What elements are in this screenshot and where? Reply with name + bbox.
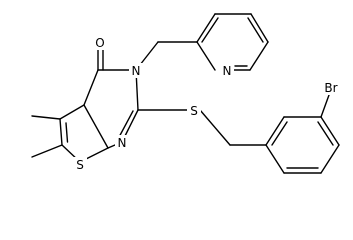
bond-c3-methyl — [31, 115, 61, 120]
bond-py4 — [249, 41, 269, 71]
bond-s-ch2 — [199, 109, 231, 146]
svg-text:N: N — [132, 64, 141, 78]
bond-py3-double — [247, 17, 264, 43]
atom-oxygen: O — [93, 35, 107, 50]
structure-canvas: O N N N S S Br — [31, 13, 343, 174]
bond-ar4 — [320, 116, 340, 146]
bond-c2-n1-double — [117, 110, 134, 140]
svg-text:Br: Br — [324, 81, 337, 95]
bond-py6 — [196, 41, 216, 71]
bond-ar1 — [265, 144, 285, 174]
bond-py3 — [250, 13, 269, 43]
bond-ar3 — [320, 144, 340, 174]
atom-bromine: Br — [319, 80, 343, 95]
bond-ar4-double — [317, 121, 334, 146]
bond-py1-double — [201, 17, 219, 43]
svg-text:S: S — [76, 158, 84, 172]
bond-ar6-double — [271, 121, 288, 146]
atom-nitrogen-n1: N — [115, 135, 129, 150]
bond-c3a-c3 — [59, 104, 85, 120]
svg-text:S: S — [190, 104, 198, 118]
bond-c2-methyl — [31, 144, 63, 158]
bond-ar6 — [265, 116, 285, 146]
bond-c7a-c3a — [83, 104, 109, 149]
atom-nitrogen-pyridine: N — [220, 63, 234, 78]
bond-c3a-c4 — [83, 69, 99, 106]
atom-sulfur-thiophene: S — [73, 157, 87, 172]
bond-c3-c2 — [59, 118, 63, 146]
svg-text:N: N — [223, 64, 232, 78]
molecule-drawing: O N N N S S Br — [31, 13, 343, 174]
bond-c-br — [320, 94, 330, 118]
svg-text:O: O — [95, 36, 104, 50]
bond-py1 — [196, 13, 216, 43]
svg-text:N: N — [118, 136, 127, 150]
atom-sulfur-thioether: S — [187, 103, 201, 118]
atom-nitrogen-n3: N — [129, 63, 143, 78]
bond-c3-c2-double — [65, 122, 69, 143]
